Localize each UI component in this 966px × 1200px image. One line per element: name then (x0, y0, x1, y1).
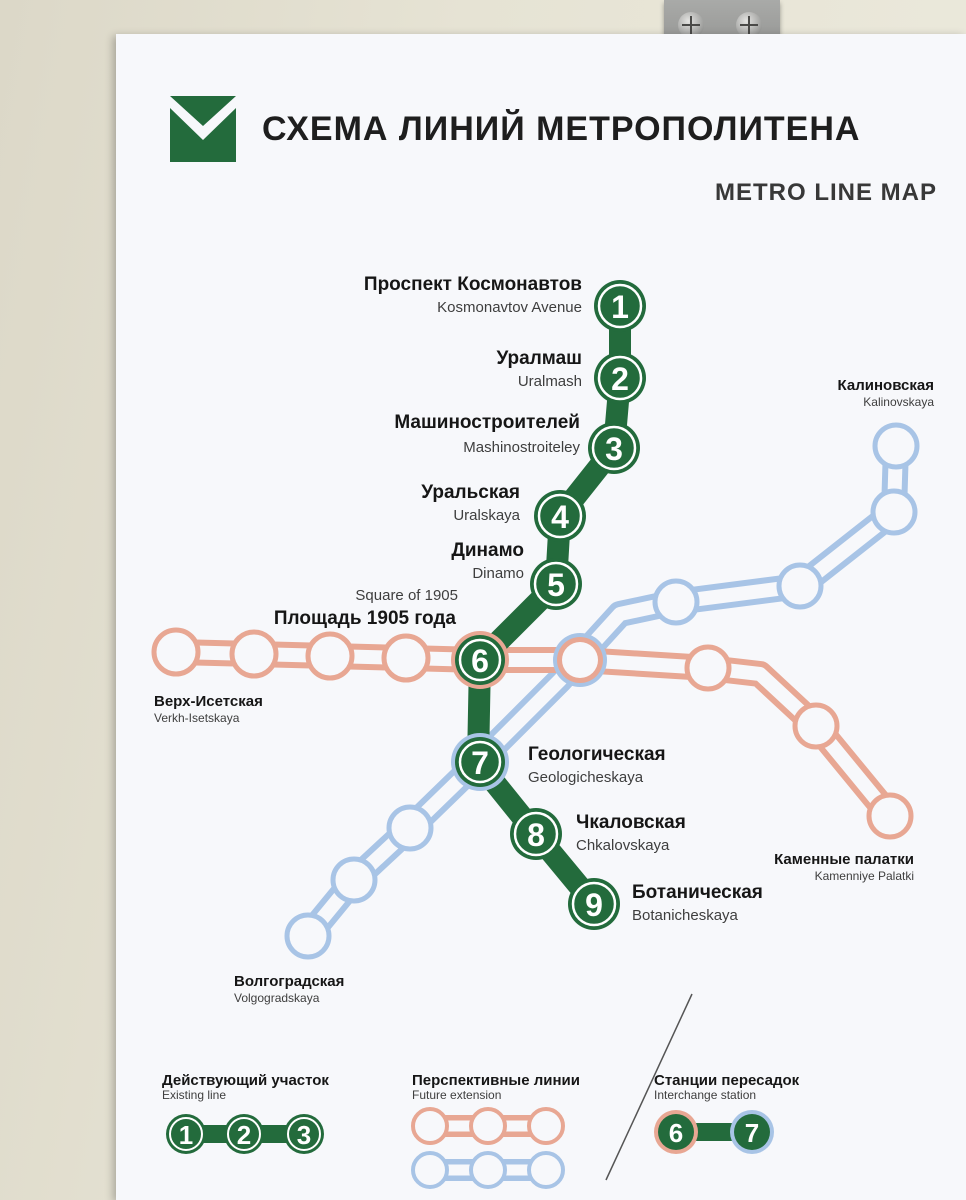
station-2-name-en: Uralmash (518, 373, 582, 390)
station-4-name-ru: Уральская (421, 482, 520, 503)
station-5[interactable]: 5 (530, 558, 582, 610)
station-6-name-ru: Площадь 1905 года (274, 608, 457, 629)
svg-text:8: 8 (527, 817, 545, 853)
station-4[interactable]: 4 (534, 490, 586, 542)
legend-interchange-6: 6 (654, 1110, 698, 1154)
future-station[interactable] (776, 562, 824, 610)
station-9-name-en: Botanicheskaya (632, 907, 739, 924)
svg-text:2: 2 (611, 361, 629, 397)
svg-text:3: 3 (297, 1120, 311, 1150)
screw-icon (736, 12, 762, 38)
svg-text:1: 1 (179, 1120, 193, 1150)
svg-text:9: 9 (585, 887, 603, 923)
station-1[interactable]: 1 (594, 280, 646, 332)
future-station[interactable] (792, 702, 840, 750)
metro-poster (116, 34, 966, 1200)
legend-existing-label-ru: Действующий участок (162, 1072, 329, 1089)
legend-interchange-label-ru: Станции пересадок (654, 1072, 800, 1089)
future-station[interactable] (381, 633, 431, 683)
volgogradskaya-name-ru: Волгоградская (234, 973, 344, 990)
station-7-name-ru: Геологическая (528, 744, 666, 765)
station-9-name-ru: Ботаническая (632, 882, 763, 903)
legend-divider (605, 993, 693, 1181)
station-1-name-ru: Проспект Космонавтов (364, 274, 582, 295)
kalinovskaya-name-en: Kalinovskaya (863, 395, 934, 409)
station-8[interactable]: 8 (510, 808, 562, 860)
station-7-interchange[interactable]: 7 (451, 733, 509, 791)
legend-existing: Действующий участок Existing line 1 2 3 (162, 1072, 329, 1154)
legend-future-label-en: Future extension (412, 1088, 501, 1102)
station-3-name-ru: Машиностроителей (394, 412, 580, 433)
volgogradskaya-name-en: Volgogradskaya (234, 991, 320, 1005)
svg-text:7: 7 (745, 1118, 759, 1148)
station-verkh-isetskaya[interactable] (151, 627, 201, 677)
screw-icon (678, 12, 704, 38)
future-station[interactable] (229, 629, 279, 679)
legend-existing-label-en: Existing line (162, 1088, 226, 1102)
future-red-stations (151, 627, 914, 840)
svg-text:4: 4 (551, 499, 569, 535)
legend-station-1: 1 (166, 1114, 206, 1154)
station-8-name-en: Chkalovskaya (576, 837, 670, 854)
station-6-interchange[interactable]: 6 (451, 631, 509, 689)
metro-logo-icon (170, 96, 236, 162)
svg-text:3: 3 (605, 431, 623, 467)
svg-text:6: 6 (669, 1118, 683, 1148)
station-kamennye-palatki[interactable] (866, 792, 914, 840)
future-station[interactable] (386, 804, 434, 852)
svg-text:7: 7 (471, 745, 489, 781)
svg-text:5: 5 (547, 567, 565, 603)
kalinovskaya-name-ru: Калиновская (838, 377, 934, 394)
station-3-name-en: Mashinostroiteley (463, 439, 580, 456)
station-9[interactable]: 9 (568, 878, 620, 930)
station-7-name-en: Geologicheskaya (528, 769, 644, 786)
station-8-name-ru: Чкаловская (576, 812, 686, 833)
station-kalinovskaya[interactable] (872, 422, 920, 470)
station-3[interactable]: 3 (588, 422, 640, 474)
kamennye-palatki-name-en: Kamenniye Palatki (815, 869, 914, 883)
svg-text:1: 1 (611, 289, 629, 325)
legend-future-label-ru: Перспективные линии (412, 1072, 580, 1089)
map-subtitle: METRO LINE MAP (715, 179, 937, 206)
verkh-isetskaya-name-ru: Верх-Исетская (154, 693, 263, 710)
future-red-line (175, 639, 901, 825)
legend-interchange: Станции пересадок Interchange station 6 … (654, 1072, 800, 1154)
station-5-name-ru: Динамо (451, 540, 524, 561)
station-6-name-en: Square of 1905 (355, 587, 458, 604)
kamennye-palatki-name-ru: Каменные палатки (774, 851, 914, 868)
legend-future: Перспективные линии Future extension (411, 1072, 580, 1189)
station-2-name-ru: Уралмаш (496, 348, 582, 369)
map-title: СХЕМА ЛИНИЙ МЕТРОПОЛИТЕНА (262, 109, 860, 148)
legend-station-2: 2 (224, 1114, 264, 1154)
legend-interchange-label-en: Interchange station (654, 1088, 756, 1102)
svg-text:6: 6 (471, 643, 489, 679)
future-station[interactable] (870, 488, 918, 536)
station-4-name-en: Uralskaya (453, 507, 520, 524)
future-blue-stations (284, 422, 920, 960)
future-interchange-station[interactable] (553, 633, 607, 687)
verkh-isetskaya-name-en: Verkh-Isetskaya (154, 711, 240, 725)
future-station[interactable] (305, 631, 355, 681)
future-station[interactable] (652, 578, 700, 626)
station-1-name-en: Kosmonavtov Avenue (437, 299, 582, 316)
future-station[interactable] (684, 644, 732, 692)
station-2[interactable]: 2 (594, 352, 646, 404)
legend-station-3: 3 (284, 1114, 324, 1154)
station-5-name-en: Dinamo (472, 565, 524, 582)
svg-text:2: 2 (237, 1120, 251, 1150)
station-volgogradskaya[interactable] (284, 912, 332, 960)
future-station[interactable] (330, 856, 378, 904)
legend-interchange-7: 7 (730, 1110, 774, 1154)
